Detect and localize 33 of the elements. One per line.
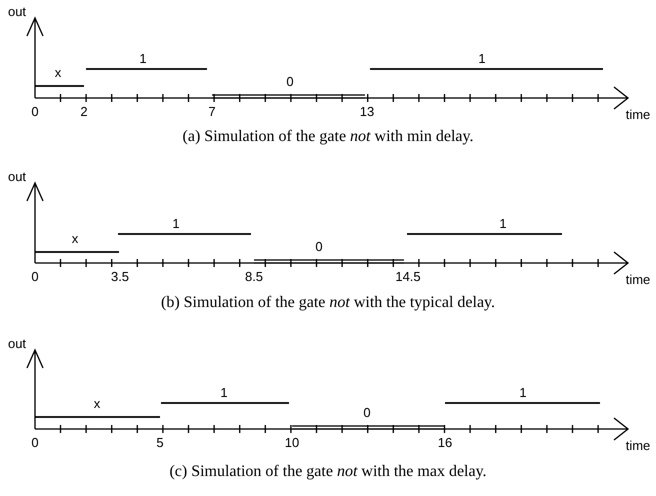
axis-label: time: [626, 439, 650, 453]
axis-label: out: [8, 170, 26, 184]
signal-value: 1: [220, 386, 228, 400]
figure-caption: (b) Simulation of the gate not with the typical delay.: [161, 294, 495, 312]
figure-caption: (c) Simulation of the gate not with the max delay.: [169, 463, 487, 481]
signal-value: x: [54, 66, 62, 80]
signal-value: 1: [499, 217, 507, 231]
signal-value: 1: [172, 217, 180, 231]
tick-label: 3.5: [110, 270, 130, 284]
signal-value: 1: [519, 386, 527, 400]
tick-label: 7: [208, 105, 216, 119]
figure-caption: (a) Simulation of the gate not with min delay.: [182, 128, 474, 146]
tick-label: 2: [80, 105, 88, 119]
signal-value: 0: [286, 75, 294, 89]
signal-value: 0: [363, 406, 371, 420]
tick-label: 16: [438, 436, 452, 450]
tick-label: 13: [360, 105, 374, 119]
tick-label: 5: [156, 436, 164, 450]
tick-label: 0: [31, 105, 39, 119]
signal-value: 0: [315, 240, 323, 254]
axis-label: out: [8, 5, 26, 19]
axis-label: out: [8, 337, 26, 351]
tick-label: 14.5: [395, 270, 421, 284]
tick-label: 10: [284, 436, 300, 450]
axis-label: time: [626, 273, 650, 287]
tick-label: 8.5: [244, 270, 264, 284]
tick-label: 0: [31, 436, 39, 450]
signal-value: x: [94, 397, 100, 411]
signal-value: x: [72, 232, 78, 246]
signal-value: 1: [139, 52, 147, 66]
signal-value: 1: [478, 52, 486, 66]
axis-label: time: [626, 108, 650, 122]
tick-label: 0: [31, 270, 39, 284]
